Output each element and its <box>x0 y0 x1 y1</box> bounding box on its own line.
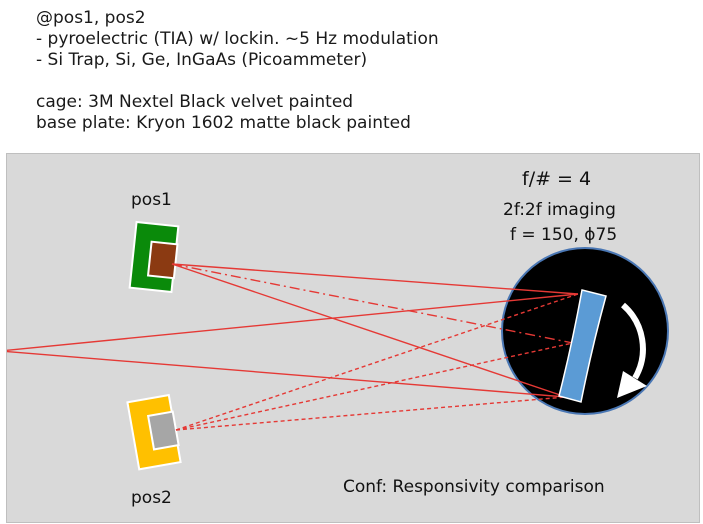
f-number-label: f/# = 4 <box>522 168 592 190</box>
note-base-plate: base plate: Kryon 1602 matte black paint… <box>36 113 411 133</box>
beam-lines <box>7 263 579 431</box>
beam-pos1-chief <box>171 263 574 344</box>
note-pyroelectric: - pyroelectric (TIA) w/ lockin. ~5 Hz mo… <box>36 29 439 49</box>
pos2-label: pos2 <box>131 488 172 508</box>
beam-pos1-lower <box>171 263 567 398</box>
beam-pos2-upper <box>175 293 579 431</box>
pos2-detector <box>126 393 182 471</box>
focal-label: f = 150, ϕ75 <box>510 225 618 245</box>
beam-pos1-upper <box>171 263 579 295</box>
configuration-label: Conf: Responsivity comparison <box>343 477 605 497</box>
beam-pos2-lower <box>175 396 567 431</box>
concave-mirror <box>558 289 607 403</box>
beam-pos2-chief <box>175 342 574 431</box>
pos2-sensor <box>146 410 180 451</box>
note-positions: @pos1, pos2 <box>36 8 146 28</box>
notes-block: @pos1, pos2 - pyroelectric (TIA) w/ lock… <box>36 8 439 134</box>
pos1-label: pos1 <box>131 190 172 210</box>
rotation-arrow-icon <box>617 302 647 398</box>
pos1-sensor <box>146 240 179 280</box>
beam-input-lower <box>7 350 567 398</box>
note-cage: cage: 3M Nextel Black velvet painted <box>36 92 354 112</box>
beam-input-upper <box>7 293 579 352</box>
note-detectors: - Si Trap, Si, Ge, InGaAs (Picoammeter) <box>36 50 368 70</box>
pos1-detector <box>128 220 180 294</box>
imaging-label: 2f:2f imaging <box>503 200 616 220</box>
